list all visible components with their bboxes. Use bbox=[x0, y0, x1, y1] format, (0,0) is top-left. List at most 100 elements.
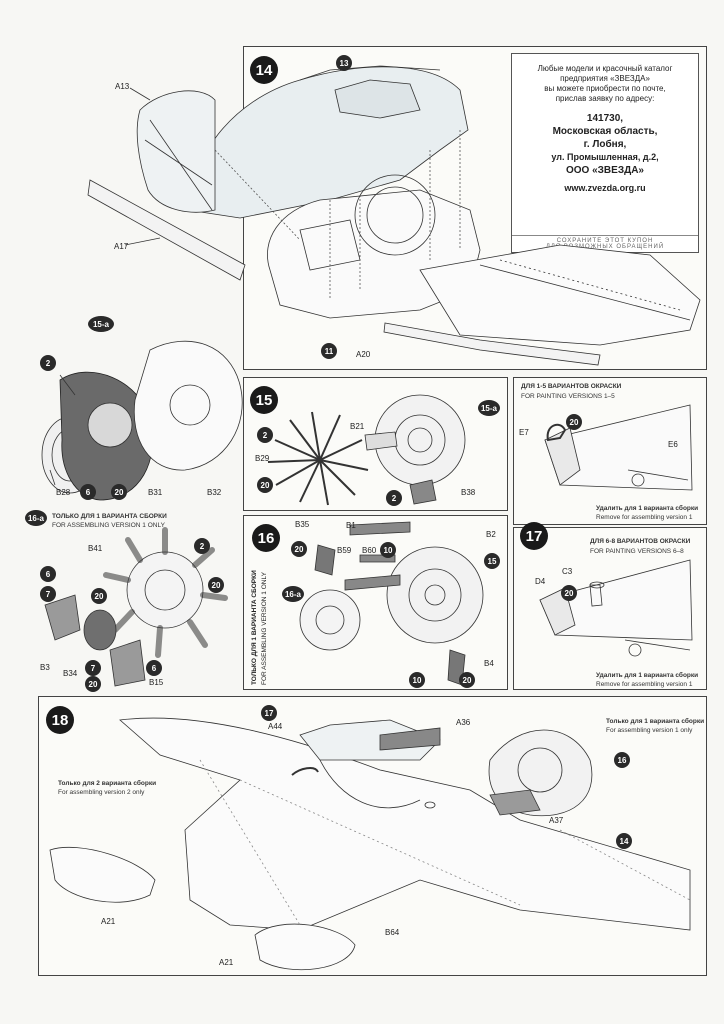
step18-aircraft-drawing bbox=[49, 717, 691, 971]
part-B28: B28 bbox=[56, 488, 71, 497]
color-10-b: 10 bbox=[409, 672, 425, 688]
ref-15a-left: 15-a bbox=[88, 316, 114, 332]
color-20-b: 20 bbox=[257, 477, 273, 493]
step-17-badge: 17 bbox=[520, 522, 548, 550]
part-B1: B1 bbox=[346, 521, 356, 530]
part-B2: B2 bbox=[486, 530, 496, 539]
part-B38: B38 bbox=[461, 488, 476, 497]
color-10-a: 10 bbox=[380, 542, 396, 558]
part-B34: B34 bbox=[63, 669, 78, 678]
step15-exhaust-drawing bbox=[267, 411, 369, 506]
ref-13: 13 bbox=[336, 55, 352, 71]
note-paint-6-8-ru: ДЛЯ 6-8 ВАРИАНТОВ ОКРАСКИ bbox=[590, 538, 691, 545]
part-B21: B21 bbox=[350, 422, 365, 431]
part-A21-left: A21 bbox=[101, 917, 116, 926]
part-A17: A17 bbox=[114, 242, 129, 251]
order-coupon: Любые модели и красочный каталог предпри… bbox=[511, 53, 699, 253]
note-only-1-vertical-2: FOR ASSEMBLING VERSION 1 ONLY bbox=[261, 572, 268, 685]
color-2-a: 2 bbox=[40, 355, 56, 371]
ref-16a-step16: 16-a bbox=[282, 586, 304, 602]
part-A37: A37 bbox=[549, 816, 564, 825]
part-B31: B31 bbox=[148, 488, 163, 497]
part-B64: B64 bbox=[385, 928, 400, 937]
part-B15: B15 bbox=[149, 678, 164, 687]
part-A20: A20 bbox=[356, 350, 371, 359]
ref-17: 17 bbox=[261, 705, 277, 721]
note-paint-6-8-en: FOR PAINTING VERSIONS 6–8 bbox=[590, 548, 684, 555]
coupon-region: Московская область, bbox=[552, 126, 658, 137]
step-18-badge: 18 bbox=[46, 706, 74, 734]
coupon-line-2: предприятия «ЗВЕЗДА» bbox=[560, 74, 650, 83]
color-20-e: 20 bbox=[91, 588, 107, 604]
color-20-d: 20 bbox=[208, 577, 224, 593]
color-2-d: 2 bbox=[194, 538, 210, 554]
note-only-1b-en: For assembling version 1 only bbox=[606, 727, 693, 734]
part-A44: A44 bbox=[268, 722, 283, 731]
step-15-badge: 15 bbox=[250, 386, 278, 414]
step15a-engine-drawing bbox=[41, 340, 243, 501]
ref-16a-left: 16-a bbox=[25, 510, 47, 526]
coupon-company: ООО «ЗВЕЗДА» bbox=[565, 165, 644, 176]
color-6-e: 6 bbox=[146, 660, 162, 676]
color-20-g: 20 bbox=[291, 541, 307, 557]
part-A21-bottom: A21 bbox=[219, 958, 234, 967]
part-D4: D4 bbox=[535, 577, 546, 586]
note-only-1-en: FOR ASSEMBLING VERSION 1 ONLY bbox=[52, 522, 165, 529]
part-E7: E7 bbox=[519, 428, 529, 437]
coupon-zip: 141730, bbox=[586, 113, 624, 124]
color-20-h: 20 bbox=[459, 672, 475, 688]
part-E6: E6 bbox=[668, 440, 678, 449]
color-20-f: 20 bbox=[85, 676, 101, 692]
step16a-engine-drawing bbox=[44, 527, 228, 687]
step-16-badge: 16 bbox=[252, 524, 280, 552]
note-paint-1-5-ru: ДЛЯ 1-5 ВАРИАНТОВ ОКРАСКИ bbox=[521, 383, 622, 390]
color-20-c: 20 bbox=[566, 414, 582, 430]
ref-11: 11 bbox=[321, 343, 337, 359]
coupon-street: ул. Промышленная, д.2, bbox=[551, 152, 659, 162]
coupon-line-4: прислав заявку по адресу: bbox=[555, 94, 655, 103]
step15-engine-drawing bbox=[364, 394, 466, 505]
note-remove-1-ru: Удалить для 1 варианта сборки bbox=[596, 505, 699, 512]
step16-engine-drawing bbox=[299, 521, 484, 686]
coupon-footer-2: ДЛЯ ВОЗМОЖНЫХ ОБРАЩЕНИЙ bbox=[545, 244, 665, 250]
color-6-d: 6 bbox=[40, 566, 56, 582]
coupon-city: г. Лобня, bbox=[583, 139, 627, 150]
coupon-url[interactable]: www.zvezda.org.ru bbox=[564, 183, 646, 193]
step14-fuselage-drawing bbox=[87, 65, 701, 366]
ref-15-step16: 15 bbox=[484, 553, 500, 569]
note-remove-2-en: Remove for assembling version 1 bbox=[596, 681, 693, 688]
color-2-b: 2 bbox=[257, 427, 273, 443]
coupon-footer-1: СОХРАНИТЕ ЭТОТ КУПОН bbox=[556, 238, 654, 244]
part-B60: B60 bbox=[362, 546, 377, 555]
part-B59: B59 bbox=[337, 546, 352, 555]
part-A36: A36 bbox=[456, 718, 471, 727]
note-only-1b-ru: Только для 1 варианта сборки bbox=[606, 718, 705, 725]
part-B29: B29 bbox=[255, 454, 270, 463]
coupon-footer: СОХРАНИТЕ ЭТОТ КУПОН ДЛЯ ВОЗМОЖНЫХ ОБРАЩ… bbox=[512, 235, 698, 252]
part-B35: B35 bbox=[295, 520, 310, 529]
note-only-1-vertical: ТОЛЬКО ДЛЯ 1 ВАРИАНТА СБОРКИ bbox=[251, 570, 258, 685]
part-B4: B4 bbox=[484, 659, 494, 668]
note-only-2-ru: Только для 2 варианта сборки bbox=[58, 780, 157, 787]
note-only-1-vertical-en: FOR ASSEMBLING VERSION 1 ONLY bbox=[261, 572, 268, 685]
coupon-line-1: Любые модели и красочный каталог bbox=[537, 64, 673, 73]
color-6-a: 6 bbox=[80, 484, 96, 500]
color-7-d: 7 bbox=[40, 586, 56, 602]
coupon-line-3: вы можете приобрести по почте, bbox=[544, 84, 666, 93]
part-A13: A13 bbox=[115, 82, 130, 91]
ref-15a-step15: 15-a bbox=[478, 400, 500, 416]
part-B41: B41 bbox=[88, 544, 103, 553]
paint-version-1-5-drawing bbox=[544, 404, 693, 491]
color-20-a: 20 bbox=[111, 484, 127, 500]
color-7-e: 7 bbox=[85, 660, 101, 676]
part-B3: B3 bbox=[40, 663, 50, 672]
note-remove-2-ru: Удалить для 1 варианта сборки bbox=[596, 672, 699, 679]
ref-16: 16 bbox=[614, 752, 630, 768]
note-remove-1-en: Remove for assembling version 1 bbox=[596, 514, 693, 521]
color-2-c: 2 bbox=[386, 490, 402, 506]
note-only-1-vertical-ru: ТОЛЬКО ДЛЯ 1 ВАРИАНТА СБОРКИ bbox=[251, 570, 258, 685]
part-B32: B32 bbox=[207, 488, 222, 497]
note-only-1-ru: ТОЛЬКО ДЛЯ 1 ВАРИАНТА СБОРКИ bbox=[52, 513, 167, 520]
note-only-2-en: For assembling version 2 only bbox=[58, 789, 145, 796]
part-C3: C3 bbox=[562, 567, 573, 576]
